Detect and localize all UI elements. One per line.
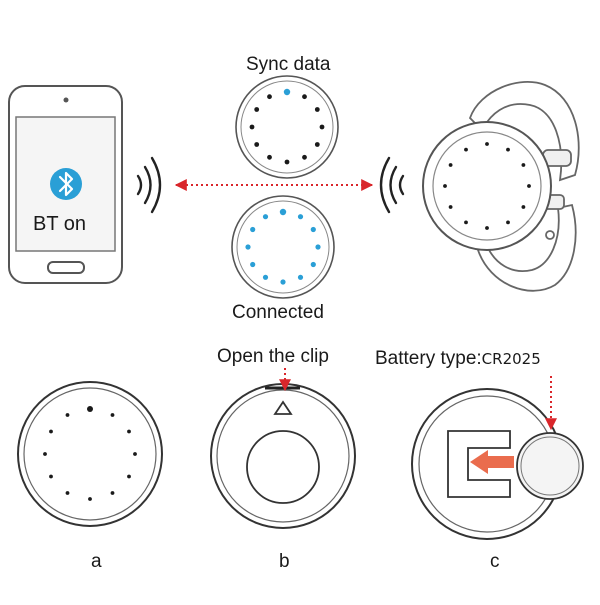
bt-on-label: BT on bbox=[33, 213, 86, 235]
led-dot bbox=[262, 214, 269, 220]
led-dot bbox=[485, 142, 489, 146]
clip-marker-icon bbox=[273, 400, 293, 415]
signal-waves-icon-left bbox=[136, 156, 162, 214]
led-dot bbox=[310, 261, 316, 268]
battery-type-text: Battery type: bbox=[375, 348, 482, 369]
led-dot bbox=[283, 88, 291, 96]
led-dot bbox=[127, 429, 131, 434]
led-dot bbox=[133, 452, 137, 456]
led-dot bbox=[245, 244, 251, 250]
led-dot bbox=[319, 124, 325, 130]
led-dot bbox=[43, 452, 47, 456]
led-dot bbox=[297, 214, 304, 220]
led-dot bbox=[87, 406, 93, 412]
led-dot bbox=[506, 147, 510, 152]
led-dot bbox=[110, 413, 115, 417]
sync-data-indicator bbox=[235, 75, 339, 179]
led-dot bbox=[65, 491, 70, 495]
led-dot bbox=[315, 244, 321, 250]
led-dot bbox=[262, 274, 269, 280]
led-dot bbox=[254, 107, 260, 112]
led-dot bbox=[254, 142, 260, 147]
led-dot bbox=[448, 205, 453, 209]
led-dot bbox=[49, 474, 53, 479]
step-a-label: a bbox=[91, 551, 102, 572]
led-dot bbox=[521, 205, 526, 209]
battery-type-label: Battery type:CR2025 bbox=[375, 348, 541, 370]
wristband-tracker-icon bbox=[422, 81, 580, 292]
sync-data-label: Sync data bbox=[246, 54, 331, 75]
battery-code-text: CR2025 bbox=[481, 350, 541, 368]
device-front-a bbox=[17, 381, 163, 527]
led-dot bbox=[65, 413, 70, 417]
device-open-c bbox=[411, 388, 584, 540]
connected-label: Connected bbox=[232, 302, 324, 323]
led-dot bbox=[88, 497, 92, 501]
led-dot bbox=[464, 147, 468, 152]
led-dot bbox=[464, 220, 468, 225]
device-back-b bbox=[210, 383, 356, 529]
led-dot bbox=[448, 163, 453, 167]
step-c-label: c bbox=[490, 551, 500, 572]
led-dot bbox=[110, 491, 115, 495]
led-dot bbox=[314, 107, 320, 112]
led-dot bbox=[267, 94, 272, 100]
led-dot bbox=[249, 124, 255, 130]
open-clip-label: Open the clip bbox=[217, 346, 329, 367]
led-dot bbox=[485, 226, 489, 230]
step-b-label: b bbox=[279, 551, 290, 572]
led-dot bbox=[443, 184, 447, 188]
signal-waves-icon-right bbox=[379, 156, 405, 214]
led-dot bbox=[127, 474, 131, 479]
led-dot bbox=[310, 226, 316, 233]
led-dot bbox=[49, 429, 53, 434]
led-dot bbox=[250, 226, 256, 233]
led-dot bbox=[250, 261, 256, 268]
coin-battery-icon bbox=[516, 432, 584, 500]
led-dot bbox=[280, 279, 286, 285]
led-dot bbox=[506, 220, 510, 225]
battery-slot bbox=[447, 430, 511, 498]
led-dot bbox=[302, 94, 307, 100]
led-dot bbox=[279, 208, 287, 216]
led-dot bbox=[267, 154, 272, 160]
led-dot bbox=[521, 163, 526, 167]
led-dot bbox=[297, 274, 304, 280]
led-dot bbox=[284, 159, 290, 165]
connected-indicator bbox=[231, 195, 335, 299]
led-dot bbox=[302, 154, 307, 160]
bluetooth-icon bbox=[50, 168, 82, 200]
led-dot bbox=[314, 142, 320, 147]
insert-arrow-icon bbox=[470, 450, 514, 474]
led-dot bbox=[527, 184, 531, 188]
